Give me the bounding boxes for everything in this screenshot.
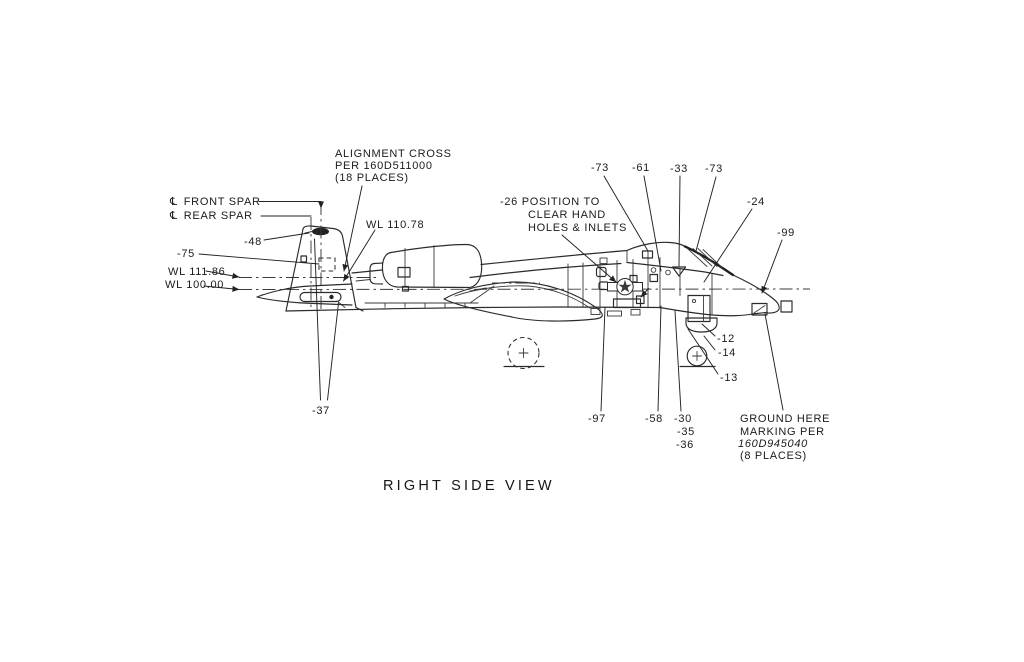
callout-13: -13 [720, 372, 738, 384]
note-ground-line4: (8 PLACES) [740, 450, 807, 462]
note-ground-line1: GROUND HERE [740, 413, 831, 425]
note-position-line3: HOLES & INLETS [528, 222, 628, 234]
leader-99 [761, 239, 783, 294]
alignment-cross-mark [312, 227, 329, 236]
callout-97: -97 [588, 413, 606, 425]
aft-fuselage [285, 269, 661, 312]
main-wheel-phantom [503, 336, 545, 370]
leader-97 [600, 307, 606, 412]
exhaust-nozzle [369, 262, 384, 285]
wing-root-fairing [443, 281, 603, 322]
callout-75: -75 [177, 248, 195, 260]
vertical-fin [285, 202, 364, 312]
view-title: RIGHT SIDE VIEW [383, 478, 555, 494]
leader-73b [695, 176, 717, 252]
callout-73b: -73 [705, 163, 723, 175]
leader-37b [327, 302, 339, 401]
leader-26 [561, 234, 617, 283]
leader-ground-note [764, 313, 784, 411]
leader-58 [657, 305, 662, 412]
windscreen-hatching [687, 248, 723, 268]
leader-alignment-note [342, 185, 363, 272]
leader-wl11078 [343, 229, 376, 282]
leader-37a [314, 238, 321, 401]
leader-61 [643, 175, 662, 272]
centerline-symbol: ℄ [170, 209, 178, 222]
engine-nacelle [369, 243, 483, 292]
leader-33 [678, 175, 681, 267]
callout-33: -33 [670, 163, 688, 175]
callout-30: -30 [674, 413, 692, 425]
nose-section [659, 268, 793, 317]
callout-99: -99 [777, 227, 795, 239]
note-ground-line3: 160D945040 [738, 438, 809, 450]
centerline-symbol: ℄ [170, 195, 178, 208]
callout-61: -61 [632, 162, 650, 174]
label-wl-111-86: WL 111.86 [168, 266, 226, 278]
label-wl-110-78: WL 110.78 [366, 219, 425, 231]
callout-37: -37 [312, 405, 330, 417]
callout-14: -14 [718, 347, 736, 359]
leader-75 [198, 253, 320, 265]
canopy [626, 241, 735, 277]
callout-36: -36 [676, 439, 694, 451]
leader-14 [703, 335, 716, 351]
note-alignment-line3: (18 PLACES) [335, 172, 409, 184]
label-front-spar: ℄FRONT SPAR [170, 195, 261, 209]
leader-30 [674, 310, 682, 412]
callout-73a: -73 [591, 162, 609, 174]
leader-lines [198, 175, 784, 412]
callout-12: -12 [717, 333, 735, 345]
callout-35: -35 [677, 426, 695, 438]
note-position-line1: -26 POSITION TO [500, 196, 600, 208]
leader-front-spar [258, 201, 324, 209]
canopy-sill-triangle-marker [671, 266, 687, 277]
rudder-actuator-slot [299, 291, 342, 303]
gun-muzzle [780, 300, 793, 313]
leader-24 [703, 208, 753, 283]
label-wl-100-00: WL 100.00 [165, 279, 225, 291]
label-rear-spar: ℄REAR SPAR [170, 209, 253, 223]
note-position-line2: CLEAR HAND [528, 209, 606, 221]
note-ground-line2: MARKING PER [740, 426, 825, 438]
horizontal-stabilizer [256, 283, 353, 306]
windscreen-frame [683, 245, 735, 277]
note-alignment-line2: PER 160D511000 [335, 160, 433, 172]
leader-13 [687, 328, 719, 375]
leader-12 [701, 323, 716, 337]
waterline-reference-lines [238, 277, 811, 290]
callout-58: -58 [645, 413, 663, 425]
callout-24: -24 [747, 196, 765, 208]
leader-48 [263, 232, 310, 241]
nose-wheel [679, 345, 716, 368]
nose-gear-pod [685, 294, 718, 333]
leader-wl11186 [205, 270, 240, 279]
star-insignia [607, 278, 643, 296]
leader-wl10000 [203, 285, 240, 292]
leader-73a [603, 175, 649, 252]
callout-48: -48 [244, 236, 262, 248]
note-alignment-line1: ALIGNMENT CROSS [335, 148, 452, 160]
